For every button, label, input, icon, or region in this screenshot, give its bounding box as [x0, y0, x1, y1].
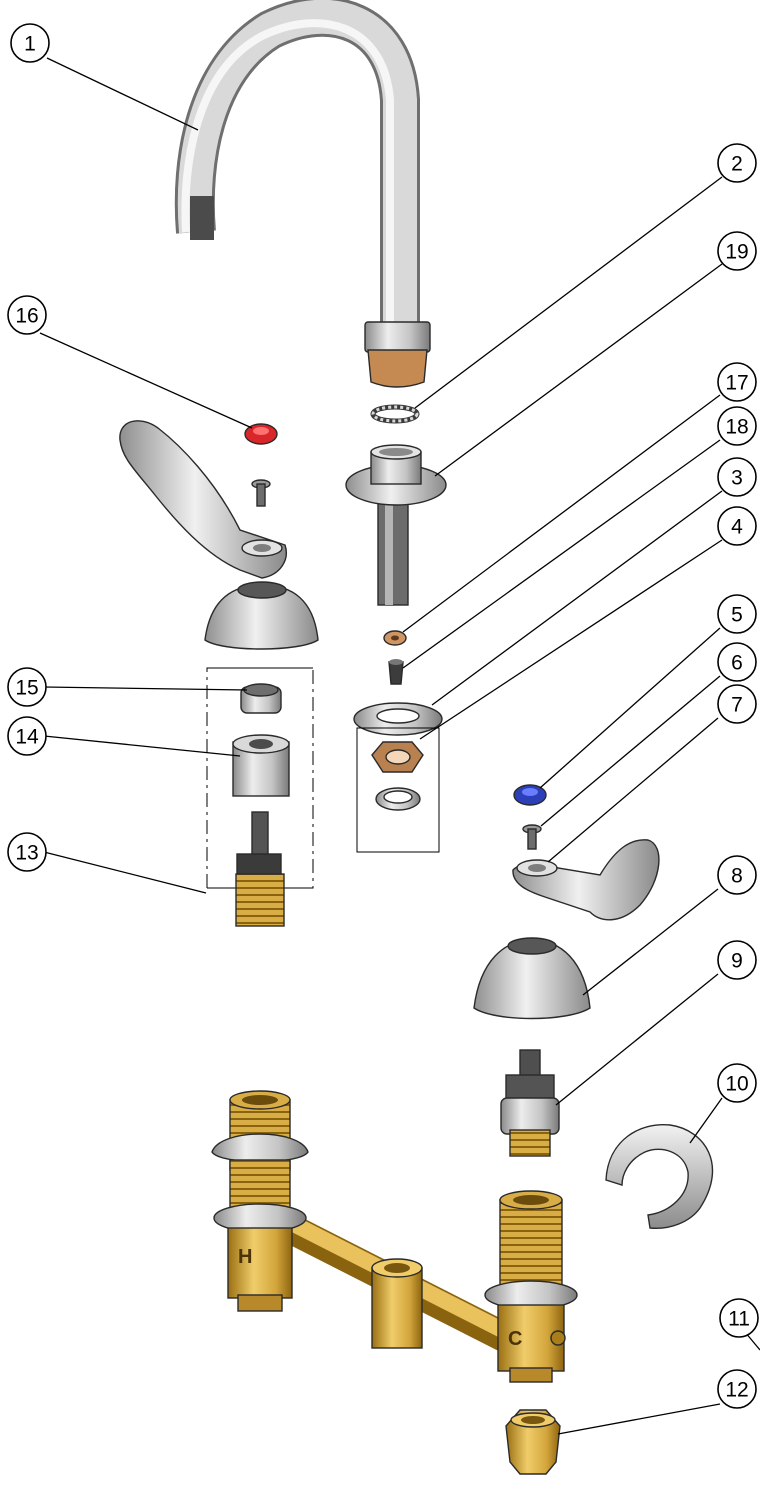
callout-12: 12 — [717, 1369, 757, 1409]
callout-7: 7 — [717, 684, 757, 724]
part-8-dome-escutcheon — [473, 937, 591, 1020]
group-box-part-4 — [356, 727, 440, 853]
callout-15: 15 — [7, 667, 47, 707]
callout-16: 16 — [7, 295, 47, 335]
hot-valve-clip — [211, 1133, 309, 1163]
callout-label: 3 — [731, 467, 743, 490]
callout-label: 8 — [731, 865, 743, 888]
part-3-flat-washer — [353, 702, 443, 736]
part-17-copper-washer — [383, 630, 407, 646]
callout-label: 10 — [725, 1073, 748, 1096]
leader-8 — [582, 888, 719, 996]
callout-label: 9 — [731, 950, 743, 973]
part-1-gooseneck-spout — [174, 0, 431, 388]
callout-label: 14 — [15, 726, 39, 749]
part-2-lock-washer — [370, 404, 420, 424]
leader-12 — [557, 1403, 721, 1435]
leader-18 — [402, 439, 721, 669]
leader-16 — [39, 332, 253, 429]
leader-4 — [419, 539, 723, 740]
callout-2: 2 — [717, 143, 757, 183]
part-4-lock-nut-and-ring — [371, 741, 424, 811]
part-12-coupling-nut — [505, 1409, 561, 1475]
part-left-blade-handle — [119, 420, 287, 579]
leader-7 — [547, 717, 719, 863]
leader-17 — [402, 394, 721, 633]
leader-2 — [414, 176, 723, 409]
leader-15 — [43, 686, 248, 691]
callout-9: 9 — [717, 940, 757, 980]
callout-label: 12 — [725, 1379, 748, 1402]
leader-9 — [555, 973, 719, 1106]
part-16-hot-index-button — [244, 423, 278, 445]
part-13-hot-cartridge — [235, 811, 285, 927]
leader-19 — [434, 263, 723, 477]
part-19-spout-body — [345, 444, 447, 606]
part-10-retaining-clip — [605, 1124, 714, 1229]
part-14-hex-bonnet — [232, 734, 290, 797]
callout-label: 13 — [15, 842, 38, 865]
leader-14 — [43, 735, 241, 757]
callout-label: 4 — [731, 516, 743, 539]
part-6-handle-screw — [522, 824, 542, 850]
callout-8: 8 — [717, 855, 757, 895]
callout-5: 5 — [717, 594, 757, 634]
valve-body-assembly: H C — [211, 1090, 578, 1383]
leader-6 — [540, 675, 721, 827]
callout-4: 4 — [717, 506, 757, 546]
callout-17: 17 — [717, 362, 757, 402]
callout-1: 1 — [10, 23, 50, 63]
part-left-handle-screw — [251, 479, 271, 507]
callout-label: 1 — [24, 33, 36, 56]
callout-label: 2 — [731, 153, 743, 176]
callout-label: 6 — [731, 652, 743, 675]
part-left-dome-escutcheon — [204, 581, 319, 650]
callout-label: 7 — [731, 694, 743, 717]
hot-letter-mark: H — [238, 1246, 252, 1268]
callout-label: 5 — [731, 604, 743, 627]
part-9-cold-cartridge — [500, 1049, 560, 1157]
callout-3: 3 — [717, 457, 757, 497]
callout-19: 19 — [717, 231, 757, 271]
callout-10: 10 — [717, 1063, 757, 1103]
callout-label: 19 — [725, 241, 748, 264]
leader-5 — [539, 627, 721, 789]
callout-label: 18 — [725, 416, 748, 439]
callout-13: 13 — [7, 832, 47, 872]
callout-18: 18 — [717, 406, 757, 446]
cold-letter-mark: C — [508, 1328, 522, 1350]
leader-13 — [43, 851, 207, 894]
callout-label: 16 — [15, 305, 38, 328]
part-15-bonnet-nut — [240, 683, 282, 714]
leader-3 — [431, 490, 723, 706]
spout-aerator-tip — [190, 196, 214, 240]
part-18-insert — [388, 659, 404, 685]
callout-label: 17 — [725, 372, 748, 395]
callout-label: 11 — [728, 1308, 750, 1331]
leader-10 — [689, 1097, 723, 1144]
leader-lines — [39, 57, 760, 1435]
callout-14: 14 — [7, 716, 47, 756]
leader-1 — [46, 57, 199, 131]
callout-6: 6 — [717, 642, 757, 682]
part-7-right-blade-handle — [512, 839, 660, 921]
callout-label: 15 — [15, 677, 38, 700]
part-5-cold-index-button — [513, 784, 547, 806]
callout-11: 11 — [719, 1298, 759, 1338]
